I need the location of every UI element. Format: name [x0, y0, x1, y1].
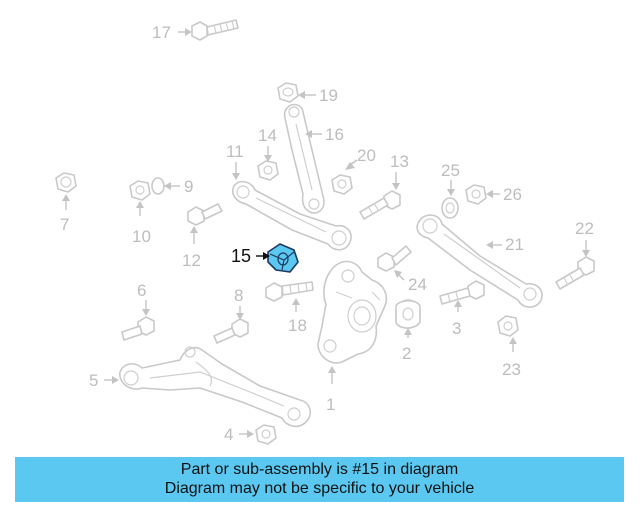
banner-disclaimer-line: Diagram may not be specific to your vehi…	[164, 480, 475, 497]
callout-20: 20	[345, 146, 376, 170]
banner-part-line: Part or sub-assembly is #15 in diagram	[180, 461, 459, 478]
part-16-link	[283, 103, 325, 214]
callout-11: 11	[226, 142, 244, 180]
part-11-control-arm	[231, 180, 352, 251]
callout-22: 22	[575, 219, 594, 257]
part-2-bushing	[395, 299, 421, 329]
part-10-nut	[129, 180, 151, 201]
svg-text:20: 20	[357, 146, 376, 165]
svg-text:12: 12	[182, 251, 201, 270]
svg-text:8: 8	[234, 286, 243, 305]
svg-text:13: 13	[390, 152, 409, 171]
callout-3: 3	[452, 300, 462, 338]
part-24-bolt	[377, 245, 412, 272]
part-23-nut	[497, 315, 519, 337]
callout-5: 5	[89, 371, 119, 390]
svg-text:26: 26	[503, 185, 522, 204]
part-3-bolt	[439, 280, 485, 305]
svg-text:22: 22	[575, 219, 594, 238]
svg-text:14: 14	[258, 126, 277, 145]
svg-text:11: 11	[226, 142, 244, 161]
part-5-lower-arm	[119, 346, 312, 428]
svg-text:19: 19	[319, 86, 338, 105]
part-19-nut	[277, 82, 299, 103]
callout-19: 19	[298, 86, 338, 105]
callout-4: 4	[224, 425, 254, 444]
part-9-ring	[151, 177, 165, 195]
part-13-bolt	[359, 190, 401, 220]
part-8-bolt	[213, 318, 249, 344]
svg-text:9: 9	[184, 177, 193, 196]
part-25-washer	[441, 197, 459, 219]
svg-text:4: 4	[224, 425, 233, 444]
callout-8: 8	[234, 286, 244, 320]
svg-text:6: 6	[137, 281, 146, 300]
callout-1: 1	[326, 366, 336, 414]
part-14-nut	[257, 160, 279, 181]
svg-text:18: 18	[288, 316, 307, 335]
svg-text:23: 23	[502, 360, 521, 379]
callout-number-active: 15	[231, 246, 251, 266]
svg-text:10: 10	[132, 227, 151, 246]
part-17-bolt	[191, 19, 239, 41]
part-21-link	[416, 214, 543, 308]
part-4-nut	[255, 424, 277, 445]
callout-number: 17	[152, 23, 171, 42]
svg-text:1: 1	[326, 395, 335, 414]
part-6-bolt	[121, 316, 155, 341]
svg-text:16: 16	[325, 125, 344, 144]
callout-14: 14	[258, 126, 277, 162]
callout-24: 24	[394, 270, 427, 294]
part-15-highlighted-nut[interactable]	[267, 243, 299, 273]
svg-text:2: 2	[402, 344, 411, 363]
callout-6: 6	[137, 281, 150, 316]
svg-text:21: 21	[505, 235, 524, 254]
callout-18: 18	[288, 298, 307, 335]
callout-21: 21	[486, 235, 524, 254]
callout-15: 15	[231, 246, 270, 266]
callout-9: 9	[164, 177, 193, 196]
svg-text:5: 5	[89, 371, 98, 390]
part-26-nut	[465, 184, 487, 205]
part-7-nut	[55, 172, 77, 193]
part-12-bolt	[187, 203, 223, 226]
callout-23: 23	[502, 337, 521, 379]
svg-text:25: 25	[441, 161, 460, 180]
callout-7: 7	[60, 194, 70, 234]
callout-16: 16	[305, 125, 344, 144]
callout-25: 25	[441, 161, 460, 196]
part-22-bolt	[555, 256, 595, 290]
part-20-nut	[331, 174, 353, 195]
callout-13: 13	[390, 152, 409, 190]
callout-2: 2	[402, 328, 412, 363]
info-banner: Part or sub-assembly is #15 in diagram D…	[15, 457, 624, 502]
svg-text:3: 3	[452, 319, 461, 338]
svg-text:7: 7	[60, 215, 69, 234]
callout-17: 17	[152, 23, 192, 42]
callout-10: 10	[132, 201, 151, 246]
callout-12: 12	[182, 226, 201, 270]
part-18-bolt	[265, 281, 314, 302]
part-1-knuckle	[317, 260, 388, 364]
callout-26: 26	[486, 185, 522, 204]
svg-text:24: 24	[408, 275, 427, 294]
